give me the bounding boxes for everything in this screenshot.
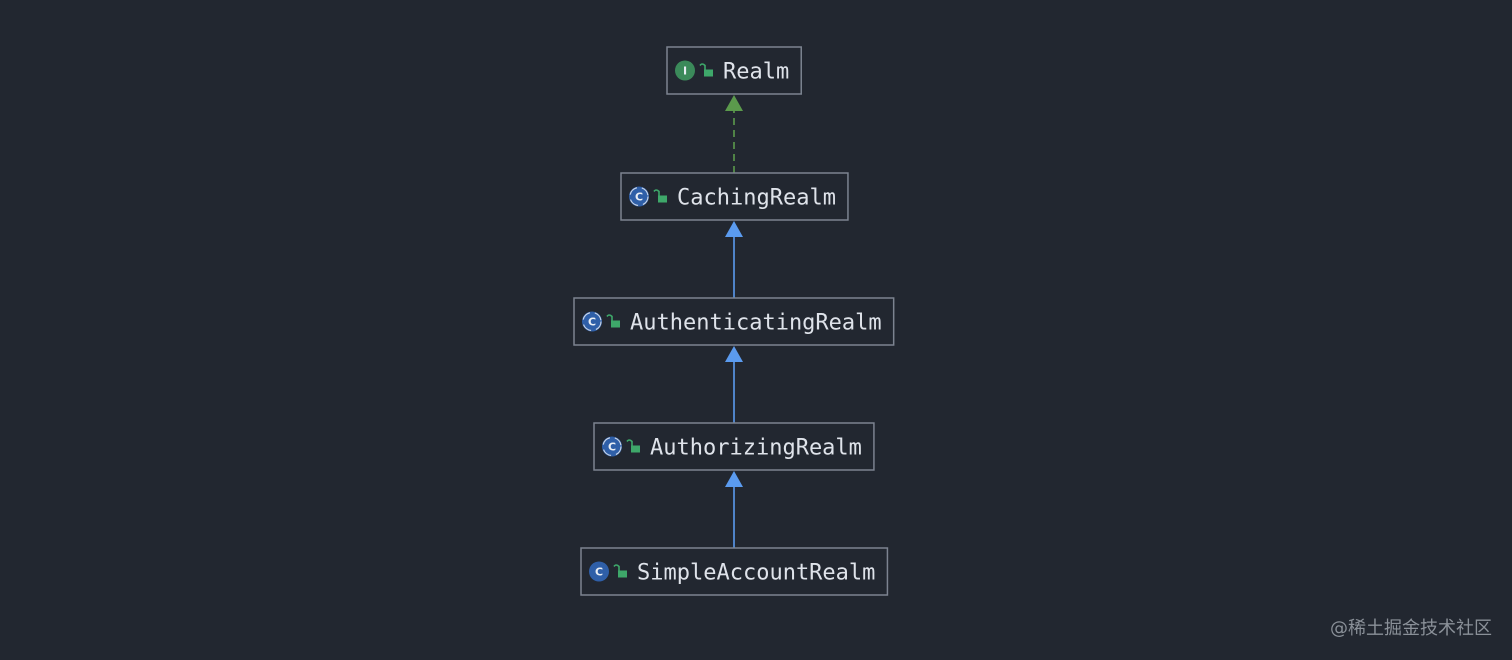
class-name-label: Realm [723, 60, 789, 85]
class-badge-icon: C [582, 311, 602, 332]
unlocked-padlock-icon [606, 314, 620, 328]
class-name-label: AuthenticatingRealm [630, 311, 882, 336]
class-name-label: SimpleAccountRealm [637, 561, 875, 586]
extends-arrow-authorizing [725, 346, 743, 423]
extends-arrow-authenticating [725, 221, 743, 298]
class-box [573, 297, 895, 346]
class-node-caching: CachingRealm C [620, 172, 849, 221]
unlocked-padlock-icon [626, 439, 640, 453]
class-badge-icon: C [589, 561, 609, 582]
svg-text:C: C [595, 566, 603, 579]
svg-text:I: I [683, 65, 687, 78]
watermark: @稀土掘金技术社区 [1330, 618, 1492, 639]
extends-arrow-simple [725, 471, 743, 548]
class-name-label: CachingRealm [677, 186, 836, 211]
class-node-simple: SimpleAccountRealm C [580, 547, 889, 596]
unlocked-padlock-icon [699, 63, 713, 77]
svg-text:C: C [608, 441, 616, 454]
svg-text:C: C [588, 316, 596, 329]
unlocked-padlock-icon [613, 564, 627, 578]
class-box [580, 547, 889, 596]
class-node-authenticating: AuthenticatingRealm C [573, 297, 895, 346]
implements-arrow-caching [725, 95, 743, 173]
class-node-realm: Realm I [666, 46, 802, 95]
nodes: RealmICachingRealmCAuthenticatingRealmCA… [573, 46, 895, 596]
edges [725, 95, 743, 548]
unlocked-padlock-icon [653, 189, 667, 203]
class-box [593, 422, 875, 471]
interface-badge-icon: I [675, 60, 695, 81]
class-badge-icon: C [602, 436, 622, 457]
class-box [666, 46, 802, 95]
class-badge-icon: C [629, 186, 649, 207]
class-node-authorizing: AuthorizingRealm C [593, 422, 875, 471]
class-name-label: AuthorizingRealm [650, 436, 862, 461]
svg-text:C: C [635, 191, 643, 204]
